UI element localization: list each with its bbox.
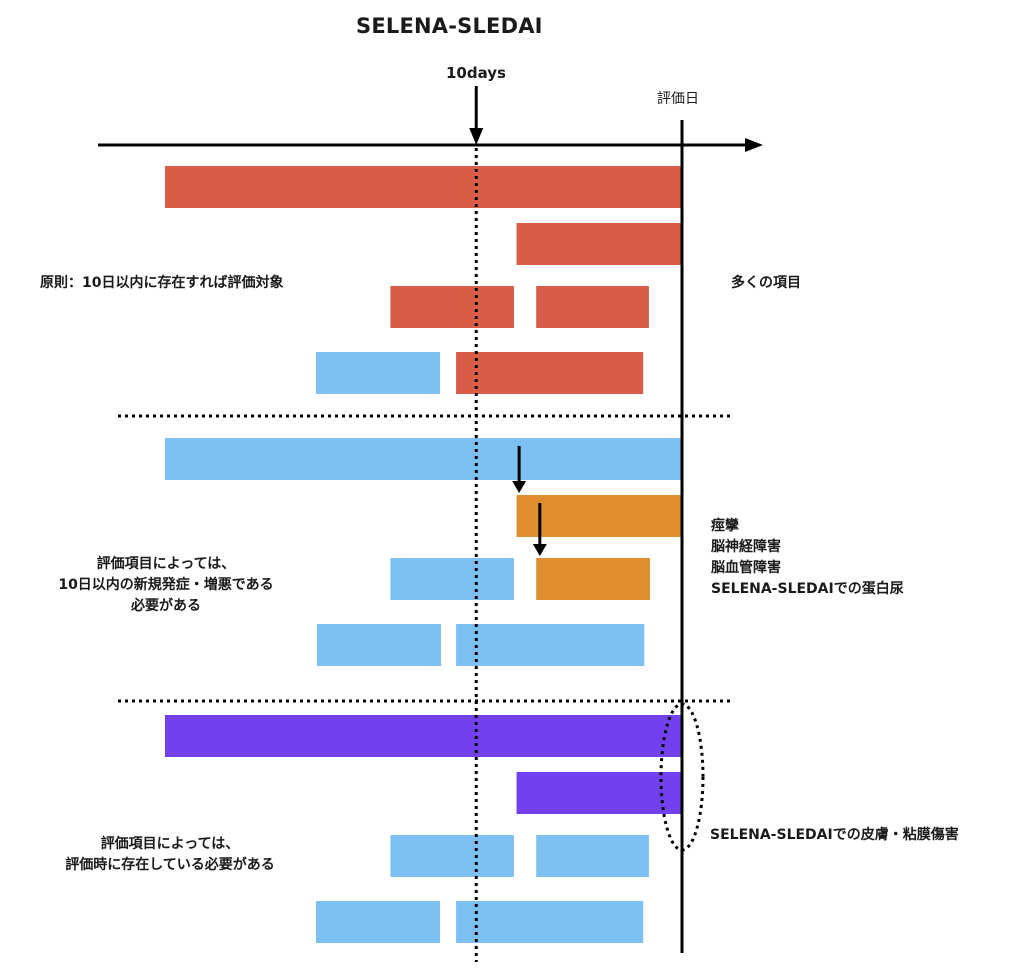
blue-period-bar <box>316 624 442 666</box>
blue-period-bar <box>165 438 682 480</box>
diagram-title: SELENA-SLEDAI <box>356 14 543 38</box>
orange-period-bar <box>516 495 682 537</box>
blue-period-bar <box>390 835 514 877</box>
evaluation-day-label: 評価日 <box>657 91 699 107</box>
new-onset-item: 痙攣 <box>711 518 739 534</box>
red-period-bar <box>516 223 682 265</box>
principle-note-line: 原則：10日以内に存在すれば評価対象 <box>40 275 284 291</box>
red-period-bar <box>165 166 682 208</box>
present-at-eval-item: SELENA-SLEDAIでの皮膚・粘膜傷害 <box>710 827 959 843</box>
axis-arrow-icon <box>745 138 763 152</box>
red-period-bar <box>390 286 514 328</box>
blue-period-bar <box>456 901 644 943</box>
blue-period-bar <box>390 558 514 600</box>
purple-period-bar <box>165 715 682 757</box>
new-onset-items-note: 痙攣 脳神経障害 脳血管障害 SELENA-SLEDAIでの蛋白尿 <box>711 516 904 600</box>
blue-period-bar <box>456 624 645 666</box>
purple-period-bar <box>516 772 682 814</box>
lines-layer <box>98 86 763 962</box>
new-onset-note-line: 10日以内の新規発症・増悪である <box>58 577 274 593</box>
new-onset-item: 脳神経障害 <box>711 539 781 555</box>
present-at-eval-items-note: SELENA-SLEDAIでの皮膚・粘膜傷害 <box>710 825 959 846</box>
red-period-bar <box>536 286 649 328</box>
principle-items-note: 多くの項目 <box>731 273 801 294</box>
ten-days-label: 10days <box>446 64 506 82</box>
down-arrow-icon <box>532 544 547 556</box>
blue-period-bar <box>315 352 441 394</box>
new-onset-note-line: 必要がある <box>131 598 201 614</box>
down-arrow-icon <box>469 128 484 145</box>
principle-note: 原則：10日以内に存在すれば評価対象 <box>40 273 283 294</box>
present-at-eval-note-line: 評価項目によっては、 <box>100 836 240 852</box>
new-onset-note-line: 評価項目によっては、 <box>96 556 236 572</box>
down-arrow-icon <box>512 481 527 493</box>
present-at-eval-note: 評価項目によっては、 評価時に存在している必要がある <box>30 834 310 876</box>
new-onset-note: 評価項目によっては、 10日以内の新規発症・増悪である 必要がある <box>26 554 306 617</box>
principle-items-line: 多くの項目 <box>731 275 801 291</box>
new-onset-item: SELENA-SLEDAIでの蛋白尿 <box>711 581 904 597</box>
blue-period-bar <box>315 901 441 943</box>
red-period-bar <box>456 352 644 394</box>
orange-period-bar <box>536 558 650 600</box>
bars-layer <box>165 166 682 943</box>
present-at-eval-note-line: 評価時に存在している必要がある <box>65 857 275 873</box>
new-onset-item: 脳血管障害 <box>711 560 781 576</box>
blue-period-bar <box>536 835 649 877</box>
highlight-ellipse <box>659 702 705 852</box>
